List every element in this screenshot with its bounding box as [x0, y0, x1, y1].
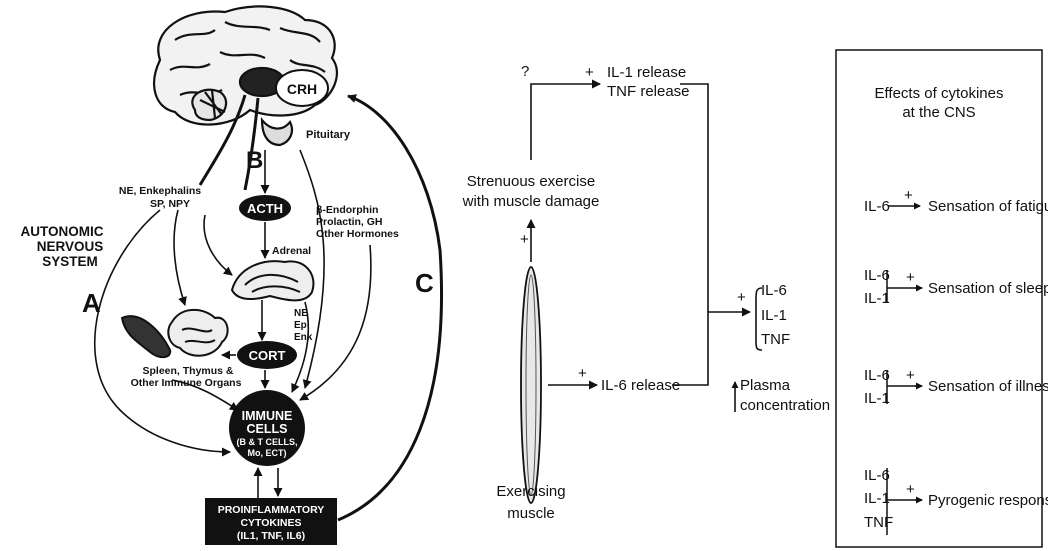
- plus-strenuous: +: [520, 231, 529, 248]
- immune-line-1: IMMUNE: [242, 409, 293, 423]
- row4-effect: Pyrogenic response: [928, 492, 1048, 509]
- row1-plus: +: [904, 187, 913, 204]
- sp-npy-label: SP, NPY: [150, 198, 190, 210]
- row2-plus: +: [906, 269, 915, 286]
- proinflammatory-line-3: (IL1, TNF, IL6): [237, 530, 305, 542]
- row4-il6: IL-6: [864, 467, 890, 484]
- label-b: B: [246, 147, 263, 174]
- concentration-label: concentration: [740, 397, 830, 414]
- question-mark: ?: [521, 63, 529, 80]
- other-hormones-label: Other Hormones: [316, 228, 399, 240]
- row2-il6: IL-6: [864, 267, 890, 284]
- tnf-release-label: TNF release: [607, 83, 690, 100]
- crh-label: CRH: [287, 81, 317, 97]
- enk-label: Enk: [294, 332, 313, 343]
- cns-title-line-1: Effects of cytokines: [875, 85, 1004, 102]
- spleen-thymus-label: Spleen, Thymus &: [142, 365, 233, 377]
- ne-enkephalins-label: NE, Enkephalins: [119, 185, 201, 197]
- immune-line-2: CELLS: [247, 422, 288, 436]
- bracket-il1: IL-1: [761, 307, 787, 324]
- row2-il1: IL-1: [864, 290, 890, 307]
- muscle-damage-label: with muscle damage: [462, 193, 600, 210]
- il1-release-label: IL-1 release: [607, 64, 686, 81]
- exercising-muscle-illustration: [521, 267, 541, 503]
- plus-plasma: +: [737, 289, 746, 306]
- plus-il6: +: [578, 365, 587, 382]
- row4-tnf: TNF: [864, 514, 893, 531]
- row3-il1: IL-1: [864, 390, 890, 407]
- label-c: C: [415, 268, 434, 298]
- ans-line-1: AUTONOMIC: [21, 224, 104, 239]
- bracket-tnf: TNF: [761, 331, 790, 348]
- plasma-label: Plasma: [740, 377, 791, 394]
- cort-label: CORT: [249, 348, 286, 363]
- proinflammatory-line-2: CYTOKINES: [240, 517, 301, 529]
- plus-il1: +: [585, 64, 594, 81]
- row3-il6: IL-6: [864, 367, 890, 384]
- row3-effect: Sensation of illness: [928, 378, 1048, 395]
- immune-line-3: (B & T CELLS,: [237, 437, 298, 447]
- prolactin-label: Prolactin, GH: [316, 216, 383, 228]
- row1-effect: Sensation of fatigue: [928, 198, 1048, 215]
- middle-panel-lines: [531, 84, 762, 412]
- exercising-label: Exercising: [496, 483, 565, 500]
- adrenal-illustration: [232, 261, 313, 300]
- proinflammatory-line-1: PROINFLAMMATORY: [218, 504, 325, 516]
- row3-plus: +: [906, 367, 915, 384]
- cns-title-line-2: at the CNS: [902, 104, 975, 121]
- row4-plus: +: [906, 481, 915, 498]
- strenuous-exercise-label: Strenuous exercise: [467, 173, 595, 190]
- acth-label: ACTH: [247, 201, 283, 216]
- muscle-label: muscle: [507, 505, 555, 522]
- row4-il1: IL-1: [864, 490, 890, 507]
- spleen-thymus-illustration: [122, 310, 228, 357]
- row1-il6: IL-6: [864, 198, 890, 215]
- row2-effect: Sensation of sleep: [928, 280, 1048, 297]
- adrenal-label: Adrenal: [272, 245, 311, 257]
- pituitary-label: Pituitary: [306, 129, 351, 141]
- ans-line-2: NERVOUS: [37, 239, 104, 254]
- endorphin-label: β-Endorphin: [316, 204, 378, 216]
- ans-line-3: SYSTEM: [42, 254, 98, 269]
- immune-line-4: Mo, ECT): [248, 448, 287, 458]
- il6-release-label: IL-6 release: [601, 377, 680, 394]
- bracket-il6: IL-6: [761, 282, 787, 299]
